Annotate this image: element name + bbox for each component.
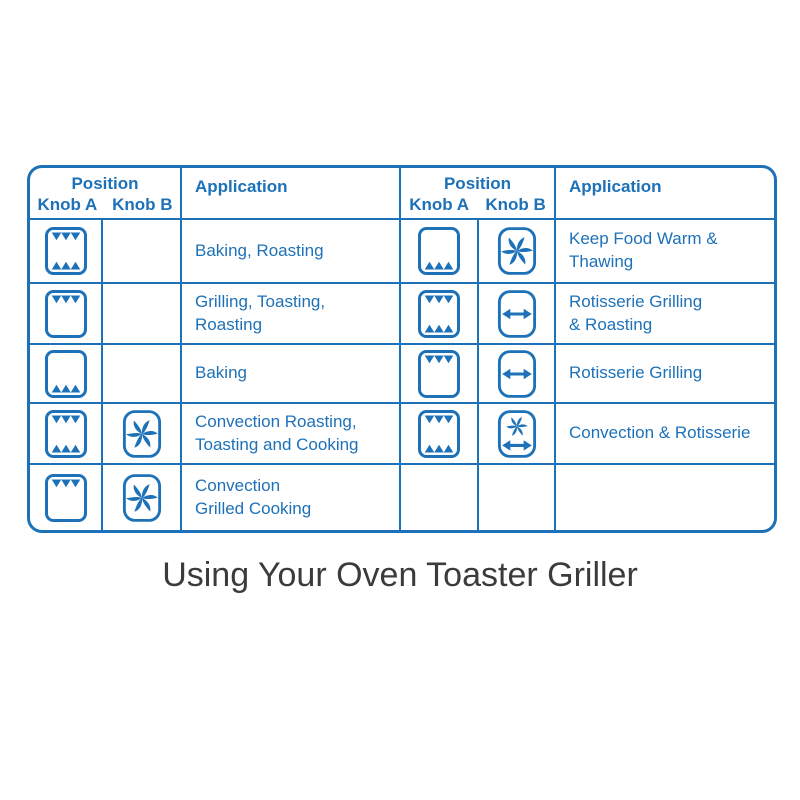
- knob-b-cell-empty: [103, 220, 182, 284]
- application-cell: Keep Food Warm & Thawing: [556, 220, 774, 284]
- knob-a-cell: [401, 404, 479, 465]
- rotisserie-arrow-icon: [497, 349, 537, 399]
- knob-b-cell: [103, 404, 182, 465]
- knob-a-cell-empty: [401, 465, 479, 530]
- knob-b-label: Knob B: [485, 194, 546, 214]
- header-application-right: Application: [556, 168, 774, 220]
- knob-b-cell-empty: [103, 284, 182, 345]
- application-cell: Convection Grilled Cooking: [182, 465, 401, 530]
- application-cell: Rotisserie Grilling & Roasting: [556, 284, 774, 345]
- oven-top-bottom-elements-icon: [44, 226, 88, 276]
- knob-a-cell: [401, 220, 479, 284]
- header-position-right: Position Knob A Knob B: [401, 168, 556, 220]
- knob-a-cell: [401, 284, 479, 345]
- header-application-left: Application: [182, 168, 401, 220]
- application-cell: Convection Roasting, Toasting and Cookin…: [182, 404, 401, 465]
- application-text: Rotisserie Grilling: [569, 363, 703, 383]
- knob-b-cell-empty: [479, 465, 556, 530]
- knob-a-cell: [30, 465, 103, 530]
- application-text: Convection Grilled Cooking: [195, 475, 312, 518]
- position-label: Position: [71, 173, 139, 193]
- oven-top-elements-icon: [44, 473, 88, 523]
- fan-rotisserie-icon: [497, 409, 537, 459]
- knob-a-cell: [30, 404, 103, 465]
- oven-bottom-elements-icon: [44, 349, 88, 399]
- knob-a-label: Knob A: [37, 194, 98, 214]
- oven-top-bottom-elements-icon: [44, 409, 88, 459]
- knob-b-cell: [479, 284, 556, 345]
- application-cell: Rotisserie Grilling: [556, 345, 774, 404]
- application-text: Baking: [195, 363, 247, 383]
- header-position-left: Position Knob A Knob B: [30, 168, 182, 220]
- knob-a-cell: [401, 345, 479, 404]
- knob-a-cell: [30, 220, 103, 284]
- application-text: Convection Roasting, Toasting and Cookin…: [195, 411, 359, 454]
- application-text: Rotisserie Grilling & Roasting: [569, 291, 703, 334]
- knob-b-cell-empty: [103, 345, 182, 404]
- application-text: Convection & Rotisserie: [569, 423, 751, 443]
- application-cell: Convection & Rotisserie: [556, 404, 774, 465]
- application-cell-empty: [556, 465, 774, 530]
- fan-icon: [497, 226, 537, 276]
- knob-b-cell: [103, 465, 182, 530]
- knob-a-cell: [30, 284, 103, 345]
- rotisserie-arrow-icon: [497, 289, 537, 339]
- application-text: Keep Food Warm & Thawing: [569, 229, 718, 271]
- knob-labels-right: Knob A Knob B: [401, 195, 554, 215]
- knob-b-cell: [479, 345, 556, 404]
- application-cell: Baking, Roasting: [182, 220, 401, 284]
- oven-top-elements-icon: [417, 349, 461, 399]
- fan-icon: [122, 409, 162, 459]
- application-cell: Baking: [182, 345, 401, 404]
- usage-table: Position Knob A Knob B Application Posit…: [27, 165, 777, 533]
- knob-b-cell: [479, 404, 556, 465]
- page-title: Using Your Oven Toaster Griller: [162, 556, 638, 594]
- fan-icon: [122, 473, 162, 523]
- knob-a-label: Knob A: [409, 194, 469, 214]
- position-label: Position: [443, 173, 512, 193]
- knob-b-label: Knob B: [112, 194, 173, 214]
- oven-top-bottom-elements-icon: [417, 289, 461, 339]
- knob-labels-left: Knob A Knob B: [30, 195, 180, 215]
- application-cell: Grilling, Toasting, Roasting: [182, 284, 401, 345]
- oven-top-bottom-elements-icon: [417, 409, 461, 459]
- knob-a-cell: [30, 345, 103, 404]
- oven-top-elements-icon: [44, 289, 88, 339]
- application-text: Grilling, Toasting, Roasting: [195, 291, 326, 334]
- knob-b-cell: [479, 220, 556, 284]
- oven-bottom-elements-icon: [417, 226, 461, 276]
- application-text: Baking, Roasting: [195, 240, 324, 260]
